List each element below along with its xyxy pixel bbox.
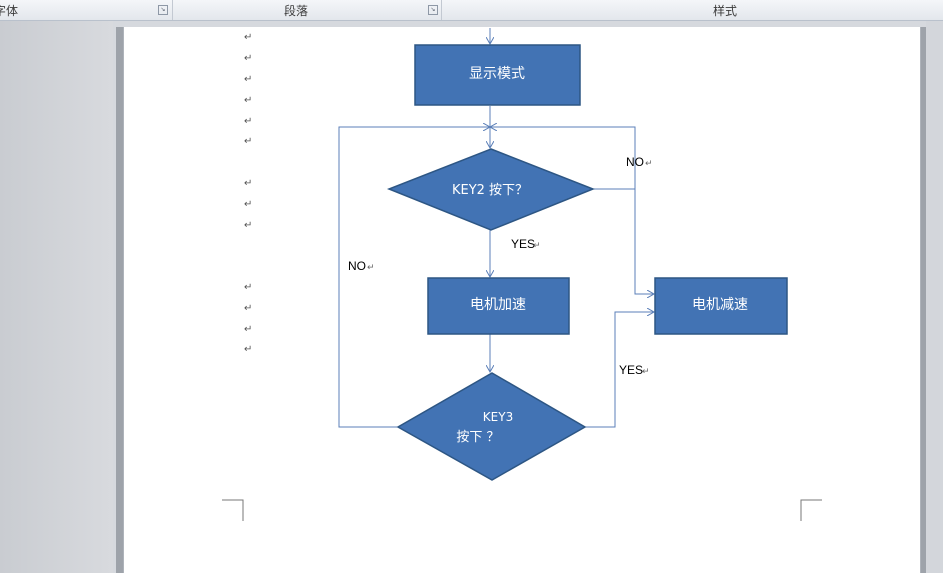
paragraph-mark: ↵: [244, 220, 253, 231]
paragraph-mark: ↵: [244, 303, 253, 314]
left-gutter: [0, 21, 113, 573]
node-key2-label: KEY2 按下？: [452, 183, 528, 198]
paragraph-dialog-launcher-icon[interactable]: ↘: [428, 5, 438, 15]
node-display-mode[interactable]: 显示模式: [414, 44, 581, 106]
paragraph-mark: ↵: [533, 241, 541, 251]
paragraph-mark: ↵: [642, 367, 650, 377]
ribbon-group-font-label: 字体: [0, 4, 19, 18]
connector-key3-no: [338, 127, 490, 428]
paragraph-mark: ↵: [244, 178, 253, 189]
ribbon-group-paragraph: 段落 ↘: [173, 0, 442, 20]
connector-key3-yes: [585, 312, 654, 428]
right-gutter: [926, 21, 943, 573]
paragraph-mark: ↵: [244, 74, 253, 85]
node-display-mode-label: 显示模式: [469, 66, 525, 82]
node-key3-decision[interactable]: KEY3 按下 ？: [396, 372, 587, 481]
node-motor-decelerate[interactable]: 电机减速: [654, 277, 788, 335]
connectors: [338, 28, 654, 428]
node-motor-decelerate-label: 电机减速: [692, 297, 748, 313]
ribbon-group-font: 字体 ↘: [0, 0, 173, 20]
paragraph-mark: ↵: [244, 53, 253, 64]
edge-label-key2-no: NO: [626, 155, 644, 169]
edge-label-key2-yes: YES: [511, 237, 535, 251]
paragraph-mark: ↵: [244, 116, 253, 127]
crop-mark-bottom-right-icon: [800, 499, 822, 521]
node-motor-accelerate-label: 电机加速: [470, 297, 526, 313]
node-key2-decision[interactable]: KEY2 按下？: [386, 148, 596, 231]
paragraph-mark: ↵: [244, 199, 253, 210]
paragraph-mark: ↵: [645, 159, 653, 169]
crop-mark-bottom-left-icon: [222, 499, 244, 521]
paragraph-mark: ↵: [244, 344, 253, 355]
edge-label-key3-no: NO: [348, 259, 366, 273]
paragraph-mark: ↵: [367, 263, 375, 273]
paragraph-mark: ↵: [244, 95, 253, 106]
connector-key2-no-to-decel: [634, 189, 654, 294]
font-dialog-launcher-icon[interactable]: ↘: [158, 5, 168, 15]
edge-label-key3-yes: YES: [619, 363, 643, 377]
ribbon-group-styles-label: 样式: [713, 4, 738, 18]
node-key3-label-line2: 按下 ？: [456, 430, 499, 445]
ribbon-group-styles: 样式: [442, 0, 943, 20]
node-key3-label-line1: KEY3: [483, 410, 513, 424]
paragraph-mark: ↵: [244, 136, 253, 147]
ribbon-bar: 字体 ↘ 段落 ↘ 样式: [0, 0, 943, 21]
ribbon-group-paragraph-label: 段落: [284, 4, 309, 18]
paragraph-mark: ↵: [244, 324, 253, 335]
paragraph-mark: ↵: [244, 282, 253, 293]
node-motor-accelerate[interactable]: 电机加速: [427, 277, 570, 335]
paragraph-mark: ↵: [244, 32, 253, 43]
connector-key2-no: [490, 127, 636, 190]
